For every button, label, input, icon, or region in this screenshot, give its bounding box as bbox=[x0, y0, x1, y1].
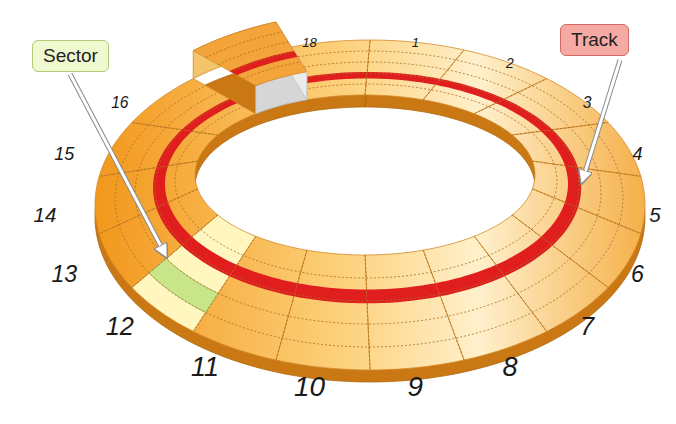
track-band bbox=[182, 237, 237, 276]
track-band bbox=[496, 237, 552, 276]
track-band bbox=[153, 166, 168, 208]
sector-number: 12 bbox=[106, 315, 134, 340]
track-band bbox=[435, 265, 504, 297]
sector-number: 2 bbox=[506, 56, 514, 70]
sector-number: 8 bbox=[502, 353, 517, 380]
raised-track-line bbox=[231, 52, 295, 72]
sector-wedge bbox=[365, 250, 464, 370]
track-leader bbox=[582, 60, 620, 182]
sector-number: 1 bbox=[412, 36, 419, 49]
sector-number: 4 bbox=[633, 146, 643, 164]
sector-number: 11 bbox=[191, 353, 219, 380]
sector-line bbox=[132, 215, 218, 288]
sector-number: 3 bbox=[583, 95, 592, 111]
track-band bbox=[541, 130, 578, 168]
sector-leader bbox=[70, 74, 166, 256]
track-line bbox=[115, 51, 623, 347]
callout-label: Track bbox=[571, 29, 618, 51]
track-band bbox=[565, 166, 581, 208]
sector-wedge bbox=[132, 79, 256, 135]
track-leader-outline bbox=[582, 60, 620, 182]
sector-line bbox=[423, 250, 464, 360]
sector-cell bbox=[149, 259, 218, 313]
sector-line bbox=[99, 161, 197, 176]
sector-line bbox=[474, 79, 546, 114]
sector-callout: Sector bbox=[32, 40, 109, 72]
track-band bbox=[367, 283, 441, 303]
sector-number: 7 bbox=[580, 315, 594, 340]
track-band bbox=[367, 72, 441, 85]
sector-line bbox=[276, 250, 307, 360]
sector-line bbox=[423, 50, 464, 100]
sector-leader-outline bbox=[70, 74, 166, 256]
sector-line bbox=[193, 236, 255, 331]
raised-track-line bbox=[218, 42, 288, 65]
raised-sector bbox=[193, 22, 307, 86]
sector-line bbox=[474, 236, 546, 331]
track-band bbox=[294, 283, 367, 303]
sector-number: 16 bbox=[111, 95, 128, 111]
sector-line bbox=[512, 215, 608, 288]
sector-number: 6 bbox=[631, 263, 644, 286]
sector-number: 18 bbox=[302, 36, 317, 49]
sector-line bbox=[512, 123, 608, 136]
sector-line bbox=[532, 189, 640, 234]
track-line bbox=[135, 62, 601, 324]
sector-number: 9 bbox=[408, 373, 424, 401]
sector-number: 13 bbox=[51, 263, 77, 286]
sector-line bbox=[365, 255, 370, 370]
raised-track-line bbox=[206, 32, 282, 58]
track-callout: Track bbox=[560, 24, 629, 56]
track-band bbox=[182, 99, 237, 131]
track-band bbox=[541, 202, 578, 245]
track-band bbox=[156, 202, 192, 245]
track-line bbox=[175, 84, 557, 278]
sector-number: 15 bbox=[54, 146, 74, 164]
sector-number: 5 bbox=[649, 205, 660, 226]
callout-label: Sector bbox=[43, 45, 98, 67]
sector-number: 10 bbox=[294, 373, 325, 401]
track-line bbox=[155, 73, 579, 301]
sector-line bbox=[365, 40, 370, 95]
raised-track-line bbox=[243, 62, 300, 79]
track-band bbox=[156, 130, 192, 168]
sector-number: 14 bbox=[34, 205, 57, 226]
disk-edge bbox=[95, 52, 645, 382]
sector-line bbox=[132, 123, 218, 136]
